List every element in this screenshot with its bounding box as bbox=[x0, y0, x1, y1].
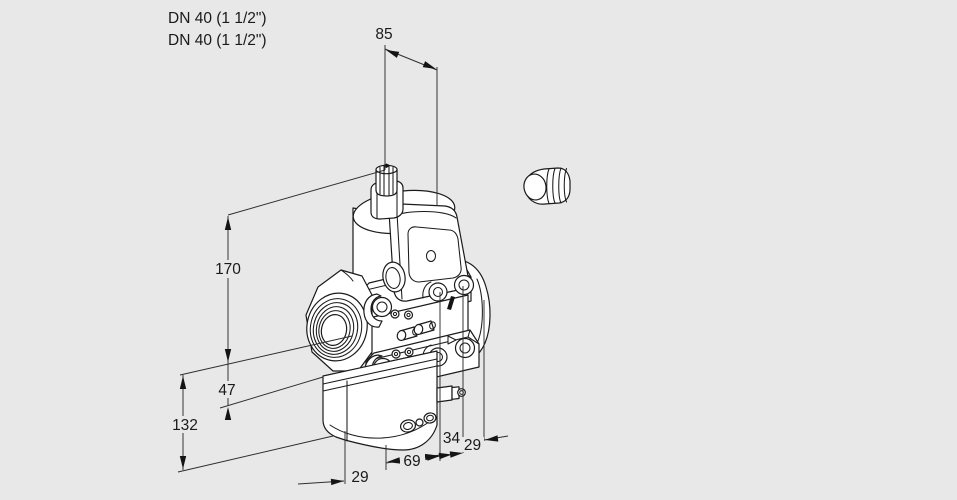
adjustment-cap bbox=[370, 163, 404, 220]
dim-arrow bbox=[224, 349, 232, 362]
bolt-socket bbox=[432, 286, 444, 298]
dim-arrow bbox=[485, 435, 499, 442]
label-backplate bbox=[211, 260, 245, 278]
valve-isometric-drawing bbox=[305, 163, 491, 451]
seal-screw-dot bbox=[393, 351, 399, 357]
dim-69-label: 69 bbox=[403, 453, 420, 470]
fitting-front-face bbox=[523, 173, 547, 201]
knurl-lines bbox=[379, 165, 394, 197]
dim-85-label: 85 bbox=[375, 26, 392, 43]
fitting-rib bbox=[552, 167, 556, 204]
dim-arrow bbox=[438, 452, 452, 460]
plug-fitting-drawing bbox=[523, 167, 571, 205]
hatch-mark bbox=[447, 296, 455, 310]
dimension-29-front: 29 bbox=[297, 431, 369, 486]
label-backplate bbox=[166, 416, 204, 433]
flow-arrow-triangle bbox=[447, 335, 457, 345]
dim-47-label: 47 bbox=[218, 382, 235, 399]
dn-size-label-2: DN 40 (1 1/2") bbox=[168, 32, 267, 49]
fitting-rib bbox=[558, 167, 562, 204]
dim-arrow bbox=[330, 478, 344, 486]
regulator-ridges bbox=[322, 358, 438, 392]
dim-29b-label: 29 bbox=[464, 437, 481, 454]
bolt-socket bbox=[459, 342, 471, 354]
breather-hole-inner bbox=[426, 414, 434, 422]
cap-center-hole bbox=[382, 163, 391, 168]
seal-screw-dot bbox=[406, 349, 412, 355]
label-backplate bbox=[441, 430, 462, 446]
dimension-85: 85 bbox=[375, 26, 438, 206]
flange-edge-line bbox=[476, 278, 483, 342]
side-nipple-base bbox=[436, 385, 453, 403]
label-backplate bbox=[462, 437, 484, 452]
dim-arrow bbox=[449, 451, 463, 458]
nipple-cap bbox=[413, 323, 424, 336]
seal-screw bbox=[390, 309, 400, 319]
dimension-47: 47 bbox=[213, 363, 324, 420]
threaded-inlet bbox=[305, 269, 373, 372]
dim-170-lines bbox=[179, 169, 386, 376]
fitting-rib bbox=[563, 167, 568, 203]
side-nipple-tip bbox=[457, 388, 466, 397]
bolt bbox=[428, 282, 448, 302]
seal-screw bbox=[404, 347, 414, 357]
seal-screw-dot bbox=[406, 312, 411, 318]
dim-132-label: 132 bbox=[172, 417, 198, 434]
bolt bbox=[454, 337, 476, 359]
dim-arrow bbox=[386, 50, 400, 58]
test-nipples bbox=[396, 320, 436, 342]
dim-arrow bbox=[179, 376, 187, 389]
dim-arrow bbox=[422, 61, 436, 69]
thread-arc-4 bbox=[318, 310, 351, 349]
thread-arc-3 bbox=[315, 306, 355, 352]
breather-hole-inner bbox=[403, 422, 413, 430]
breather-hole-small bbox=[415, 418, 424, 427]
thread-arc-1 bbox=[309, 298, 363, 358]
breather-hole-outer bbox=[399, 419, 417, 433]
label-backplate bbox=[213, 381, 240, 398]
knurled-cap-body bbox=[375, 168, 398, 197]
dim-arrow bbox=[387, 457, 401, 464]
bolt-socket bbox=[376, 301, 388, 313]
inlet-bore-hole bbox=[320, 314, 348, 346]
side-nipple-step bbox=[451, 386, 460, 400]
thread-arc-2 bbox=[312, 302, 359, 355]
fitting-rib bbox=[546, 168, 550, 205]
regulator-housing bbox=[322, 350, 466, 451]
dim-29a-label: 29 bbox=[351, 469, 368, 486]
dimension-34: 34 bbox=[426, 286, 464, 461]
sight-hole-inner bbox=[385, 267, 401, 289]
seal-screws bbox=[390, 309, 414, 359]
nipple-end bbox=[429, 321, 436, 330]
dimension-132: 132 bbox=[166, 375, 334, 473]
nipple-cap bbox=[396, 329, 407, 342]
dim-34-label: 34 bbox=[443, 430, 461, 447]
regulator-chamfer bbox=[329, 418, 434, 439]
dimension-170: 170 bbox=[179, 169, 386, 376]
dimension-29-side: 29 bbox=[462, 300, 509, 454]
inlet-boss-facet bbox=[340, 269, 354, 282]
bolt bbox=[371, 296, 393, 318]
seal-screw-dot bbox=[392, 311, 398, 317]
armature-sight-hole bbox=[382, 261, 406, 293]
label-backplate bbox=[400, 452, 425, 468]
panel-screw-hole bbox=[425, 249, 437, 263]
seal-screw bbox=[391, 349, 401, 359]
bolt bbox=[453, 274, 475, 296]
dim-arrow bbox=[224, 407, 232, 420]
dim-arrow bbox=[179, 456, 187, 469]
dn-size-label-1: DN 40 (1 1/2") bbox=[168, 10, 267, 27]
bolt-socket bbox=[458, 279, 470, 291]
seal-screw bbox=[403, 310, 414, 320]
strap-upper bbox=[363, 293, 383, 328]
connection-size-labels: DN 40 (1 1/2") DN 40 (1 1/2") bbox=[168, 10, 267, 49]
dim-170-label: 170 bbox=[215, 261, 241, 278]
dim-arrow bbox=[426, 454, 440, 461]
solenoid-panel bbox=[407, 226, 462, 283]
dim-arrow bbox=[224, 217, 232, 230]
